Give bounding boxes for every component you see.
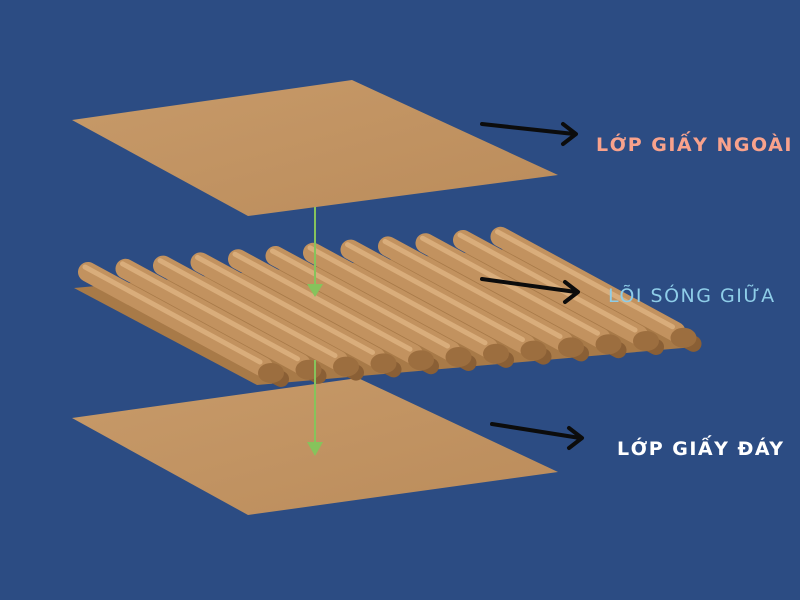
flute-highlight (307, 245, 488, 346)
flute-highlight (195, 254, 375, 355)
label-corrugated-core: LÕI SÓNG GIỮA (608, 285, 776, 307)
flute-ridge (190, 252, 386, 368)
flute-ridge (415, 233, 611, 349)
flute-ridge (490, 226, 686, 342)
flute-ridge (228, 249, 423, 365)
flute-highlight (232, 251, 413, 352)
flute-ridge (265, 246, 461, 361)
assembly-flow-arrows (307, 207, 323, 456)
flute-end-cap (258, 363, 284, 383)
label-outer-paper-layer: LỚP GIẤY NGOÀI (596, 134, 793, 156)
flute-end-cap (633, 331, 659, 351)
flute-end-cap (370, 353, 397, 374)
pointer-arrow-top (480, 122, 578, 146)
flute-highlight (120, 261, 300, 362)
flute-highlight (345, 242, 525, 343)
top-paper-sheet (72, 80, 558, 216)
flute-ridge (340, 239, 536, 355)
flow-arrow-head-top (307, 284, 323, 297)
flute-end-cap (558, 337, 584, 358)
flute-end-cap (295, 359, 322, 380)
flute-end-cap (333, 356, 359, 377)
flute-ridge (153, 255, 348, 371)
flute-highlight (420, 235, 600, 336)
flute-ridge (115, 258, 311, 374)
corrugated-core-layer (74, 226, 702, 387)
flute-ridge (78, 262, 273, 377)
flute-end-cap (595, 334, 622, 355)
flow-arrow-head-bottom (307, 442, 323, 456)
flute-ridge (378, 236, 573, 352)
flute-end-cap (483, 343, 509, 364)
flute-highlight (157, 258, 338, 359)
flute-highlight (382, 238, 563, 339)
flute-highlight (495, 229, 675, 330)
flute-highlight (82, 264, 263, 365)
flute-end-cap (520, 340, 547, 361)
flute-highlight (270, 248, 450, 349)
pointer-arrows (480, 122, 584, 450)
flute-end-cap (670, 327, 697, 348)
flute-end-cap (408, 350, 434, 371)
flute-end-cap (445, 347, 472, 367)
pointer-arrow-bottom (490, 422, 584, 450)
label-bottom-paper-layer: LỚP GIẤY ĐÁY (617, 438, 785, 460)
flute-ridge (303, 242, 498, 358)
flute-highlight (457, 232, 638, 333)
pointer-arrow-middle (480, 277, 580, 304)
